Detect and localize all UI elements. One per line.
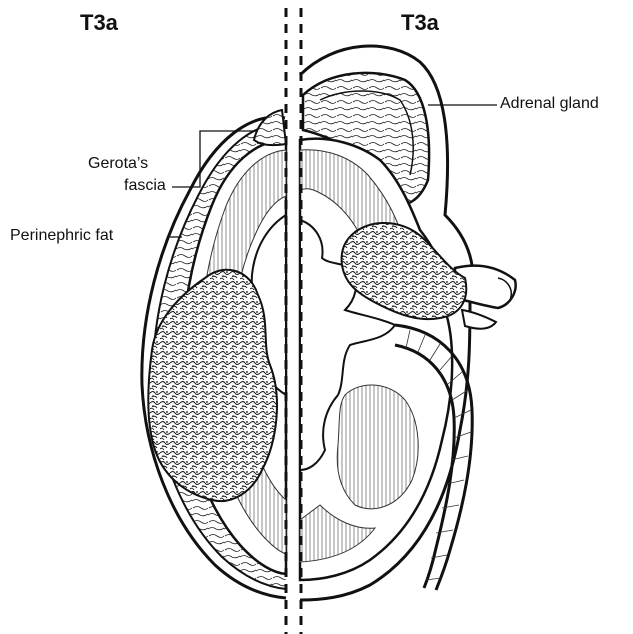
left-title: T3a: [80, 10, 118, 36]
gerotas-fascia-label-line1: Gerota’s: [88, 155, 148, 173]
perinephric-fat-label: Perinephric fat: [10, 227, 113, 245]
right-title: T3a: [401, 10, 439, 36]
adrenal-gland-label: Adrenal gland: [500, 95, 599, 113]
gerotas-fascia-label-line2: fascia: [124, 177, 166, 195]
right-kidney-half: [300, 46, 516, 600]
